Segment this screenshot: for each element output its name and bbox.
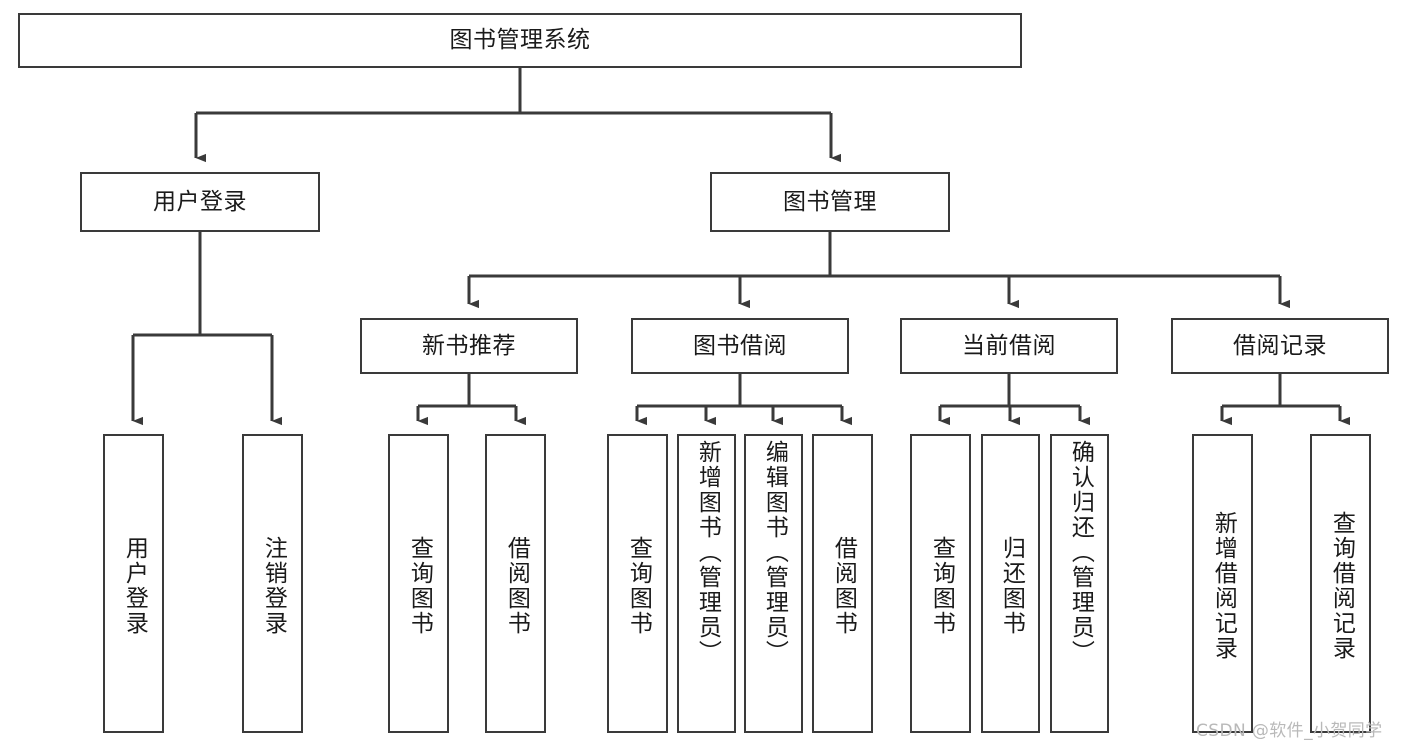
node-borrow-record[interactable]: 借阅记录 [1171, 318, 1389, 374]
leaf-confirm-return-admin[interactable]: 确认归还（管理员） [1050, 434, 1109, 733]
leaf-add-borrow-record[interactable]: 新增借阅记录 [1192, 434, 1253, 733]
leaf-borrow-book-new-recommend[interactable]: 借阅图书 [485, 434, 546, 733]
node-label: 图书借阅 [693, 332, 787, 359]
node-label: 用户登录 [153, 188, 247, 215]
leaf-label: 用户登录 [121, 535, 148, 636]
node-label: 新书推荐 [422, 332, 516, 359]
leaf-label: 编辑图书（管理员） [761, 440, 788, 665]
leaf-query-borrow-record[interactable]: 查询借阅记录 [1310, 434, 1371, 733]
leaf-add-book-admin[interactable]: 新增图书（管理员） [677, 434, 736, 733]
leaf-return-book[interactable]: 归还图书 [981, 434, 1040, 733]
node-label: 当前借阅 [962, 332, 1056, 359]
node-current-borrow[interactable]: 当前借阅 [900, 318, 1118, 374]
leaf-label: 查询借阅记录 [1328, 510, 1355, 661]
book-borrow-connectors [635, 374, 852, 426]
book-management-connectors [467, 232, 1290, 309]
leaf-label: 新增借阅记录 [1210, 510, 1237, 661]
leaf-query-book-borrow[interactable]: 查询图书 [607, 434, 668, 733]
node-root-book-management-system[interactable]: 图书管理系统 [18, 13, 1022, 68]
leaf-label: 归还图书 [998, 535, 1025, 636]
leaf-query-book-new-recommend[interactable]: 查询图书 [388, 434, 449, 733]
root-connectors [194, 68, 841, 163]
current-borrow-connectors [938, 374, 1090, 426]
node-label: 图书管理系统 [449, 27, 591, 54]
leaf-query-book-current[interactable]: 查询图书 [910, 434, 971, 733]
node-book-management[interactable]: 图书管理 [710, 172, 950, 232]
leaf-borrow-book-borrow[interactable]: 借阅图书 [812, 434, 873, 733]
leaf-user-login[interactable]: 用户登录 [103, 434, 164, 733]
borrow-record-connectors [1220, 374, 1350, 426]
node-label: 借阅记录 [1233, 332, 1327, 359]
node-book-borrow[interactable]: 图书借阅 [631, 318, 849, 374]
user-login-connectors [131, 232, 282, 426]
leaf-label: 新增图书（管理员） [694, 440, 721, 665]
new-book-recommend-connectors [416, 374, 526, 426]
node-new-book-recommend[interactable]: 新书推荐 [360, 318, 578, 374]
leaf-label: 确认归还（管理员） [1067, 440, 1094, 665]
leaf-label: 借阅图书 [503, 535, 530, 636]
leaf-label: 注销登录 [260, 535, 287, 636]
leaf-label: 借阅图书 [830, 535, 857, 636]
leaf-label: 查询图书 [406, 535, 433, 636]
leaf-label: 查询图书 [625, 535, 652, 636]
leaf-logout-login[interactable]: 注销登录 [242, 434, 303, 733]
leaf-edit-book-admin[interactable]: 编辑图书（管理员） [744, 434, 803, 733]
node-user-login[interactable]: 用户登录 [80, 172, 320, 232]
node-label: 图书管理 [783, 188, 877, 215]
leaf-label: 查询图书 [928, 535, 955, 636]
